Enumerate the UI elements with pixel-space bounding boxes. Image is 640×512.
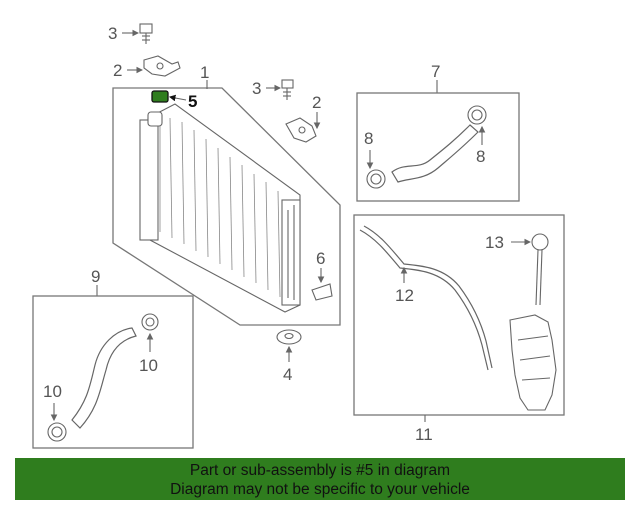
coolant-reservoir-icon xyxy=(509,314,557,411)
reservoir-cap-icon xyxy=(531,233,549,306)
callout-8-left[interactable]: 8 xyxy=(364,129,373,148)
bracket-icon xyxy=(143,55,181,77)
callout-6[interactable]: 6 xyxy=(316,249,325,268)
radiator-core xyxy=(139,103,301,313)
callout-9[interactable]: 9 xyxy=(91,267,100,286)
upper-hose-group: 7 8 8 xyxy=(356,62,520,202)
bolt-icon-2 xyxy=(281,79,294,100)
callout-10-left[interactable]: 10 xyxy=(43,382,62,401)
banner-line-2: Diagram may not be specific to your vehi… xyxy=(170,481,470,498)
part-6-group: 6 xyxy=(311,249,333,301)
hose-clamp-icon xyxy=(467,105,487,125)
clip-icon xyxy=(311,283,333,301)
upper-hose-icon xyxy=(391,124,479,183)
callout-7[interactable]: 7 xyxy=(431,62,440,81)
bolt-and-bracket-left: 3 2 xyxy=(108,23,181,80)
lower-hose-panel xyxy=(32,295,194,449)
lower-hose-icon xyxy=(71,327,137,429)
info-banner: Part or sub-assembly is #5 in diagram Di… xyxy=(15,458,625,500)
callout-4[interactable]: 4 xyxy=(283,365,292,384)
callout-3-top[interactable]: 3 xyxy=(108,24,117,43)
callout-5[interactable]: 5 xyxy=(188,92,197,111)
bracket-icon-2 xyxy=(285,117,317,143)
bolt-and-bracket-right: 3 2 xyxy=(252,79,321,143)
part-5-highlight xyxy=(151,90,169,103)
callout-10-right[interactable]: 10 xyxy=(139,356,158,375)
reservoir-group: 11 12 13 xyxy=(353,214,565,444)
overflow-hose-icon xyxy=(359,229,489,371)
callout-11[interactable]: 11 xyxy=(415,425,433,444)
lower-clamp-icon xyxy=(141,313,159,331)
callout-13[interactable]: 13 xyxy=(485,233,504,252)
grommet-icon xyxy=(276,329,302,345)
lower-hose-group: 9 10 10 xyxy=(32,267,194,449)
radiator-assembly-group: 5 1 xyxy=(112,63,341,326)
callout-2-left[interactable]: 2 xyxy=(113,61,122,80)
callout-2-mid[interactable]: 2 xyxy=(312,93,321,112)
callout-1[interactable]: 1 xyxy=(200,63,209,82)
banner-line-1: Part or sub-assembly is #5 in diagram xyxy=(189,462,451,479)
callout-8-right[interactable]: 8 xyxy=(476,147,485,166)
callout-12[interactable]: 12 xyxy=(395,286,414,305)
bolt-icon xyxy=(139,23,153,44)
parts-diagram: 5 1 3 2 3 2 6 xyxy=(32,23,565,449)
callout-3-mid[interactable]: 3 xyxy=(252,79,261,98)
lower-clamp-icon-2 xyxy=(47,422,67,442)
part-4-group: 4 xyxy=(276,329,302,384)
hose-clamp-icon-2 xyxy=(366,169,386,189)
